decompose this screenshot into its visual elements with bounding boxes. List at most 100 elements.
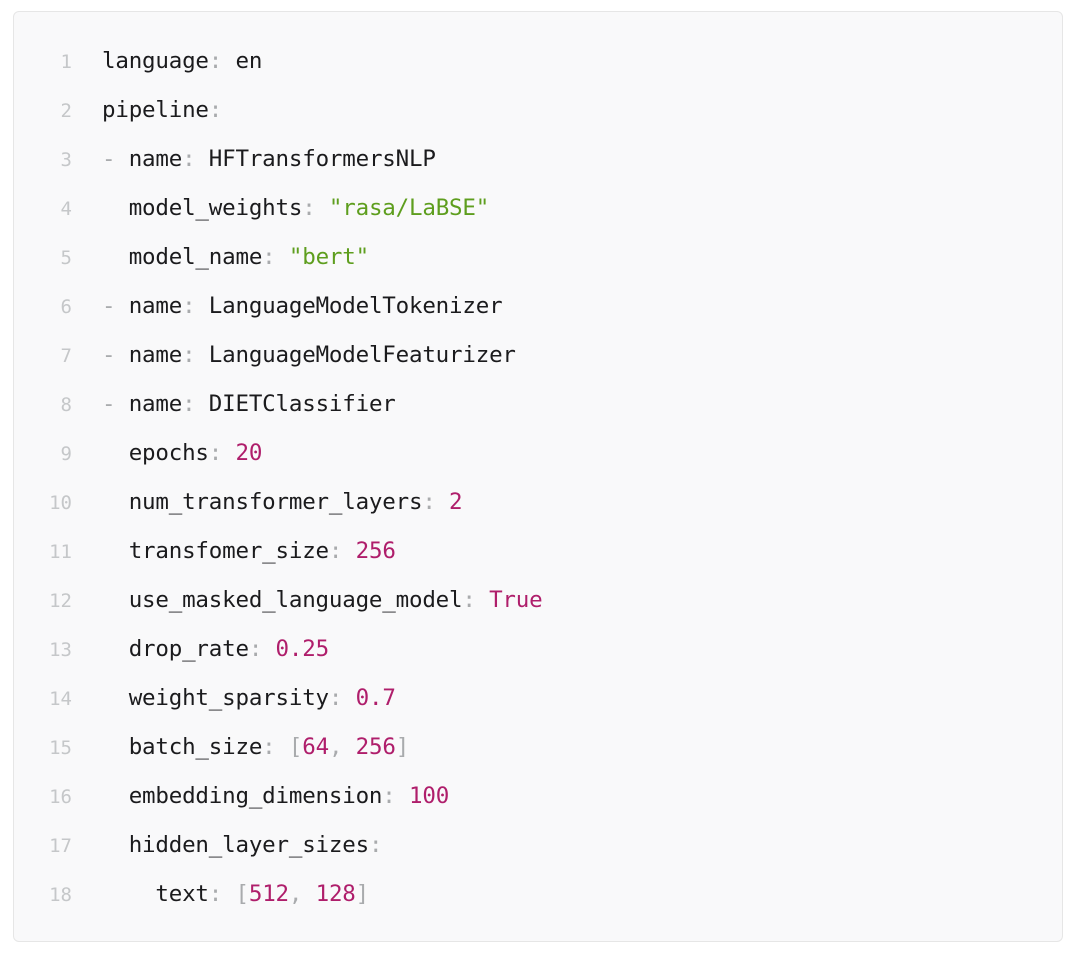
code-token-punc: : (422, 489, 436, 515)
code-token-punc: : (262, 734, 276, 760)
code-token-key: batch_size (128, 734, 263, 760)
code-line-content: pipeline: (72, 86, 222, 135)
line-number: 17 (49, 835, 72, 857)
code-line[interactable]: 5 model_name: "bert" (14, 233, 1062, 282)
code-token-num: 2 (449, 489, 463, 515)
code-token-key: name (128, 391, 183, 417)
code-token-plain (316, 195, 329, 221)
code-token-brkt: , (328, 734, 356, 760)
code-token-plain (102, 440, 129, 466)
code-token-brkt: ] (395, 734, 410, 760)
code-line-content: hidden_layer_sizes: (72, 821, 383, 870)
code-token-key: use_masked_language_model (128, 587, 463, 613)
code-line-content: embedding_dimension: 100 (72, 772, 450, 821)
code-token-dash: - (102, 146, 129, 172)
code-line-content: - name: LanguageModelTokenizer (72, 282, 503, 331)
code-token-punc: : (208, 881, 223, 907)
code-token-punc: : (328, 685, 343, 711)
code-token-punc: : (208, 48, 223, 74)
code-token-plain: LanguageModelTokenizer (195, 293, 503, 319)
line-number: 3 (60, 149, 72, 171)
code-line-content: weight_sparsity: 0.7 (72, 674, 396, 723)
code-line-content: language: en (72, 37, 262, 86)
code-line-content: drop_rate: 0.25 (72, 625, 329, 674)
line-number: 10 (49, 492, 72, 514)
line-number: 4 (60, 198, 72, 220)
code-token-str: "rasa/LaBSE" (328, 195, 490, 221)
code-token-punc: : (208, 440, 223, 466)
code-token-num: 64 (302, 734, 329, 760)
code-line[interactable]: 12 use_masked_language_model: True (14, 576, 1062, 625)
line-number: 15 (49, 737, 72, 759)
code-token-punc: : (182, 391, 196, 417)
code-line[interactable]: 6- name: LanguageModelTokenizer (14, 282, 1062, 331)
code-line[interactable]: 4 model_weights: "rasa/LaBSE" (14, 184, 1062, 233)
code-token-punc: : (208, 97, 223, 123)
code-line[interactable]: 15 batch_size: [64, 256] (14, 723, 1062, 772)
code-token-plain (102, 489, 129, 515)
code-line[interactable]: 10 num_transformer_layers: 2 (14, 478, 1062, 527)
code-token-key: embedding_dimension (128, 783, 383, 809)
code-token-punc: : (462, 587, 476, 613)
code-token-brkt: , (288, 881, 316, 907)
code-token-key: language (102, 48, 209, 74)
code-token-plain (436, 489, 449, 515)
line-number: 11 (49, 541, 72, 563)
code-token-dash: - (102, 391, 129, 417)
code-token-plain (476, 587, 489, 613)
code-line-content: - name: HFTransformersNLP (72, 135, 436, 184)
code-token-punc: : (328, 538, 343, 564)
code-token-plain (396, 783, 409, 809)
code-line[interactable]: 8- name: DIETClassifier (14, 380, 1062, 429)
code-token-key: hidden_layer_sizes (128, 832, 369, 858)
code-line[interactable]: 13 drop_rate: 0.25 (14, 625, 1062, 674)
code-line-content: epochs: 20 (72, 429, 263, 478)
code-token-num: 128 (315, 881, 356, 907)
code-token-dash: - (102, 342, 129, 368)
code-token-num: 512 (248, 881, 289, 907)
code-line[interactable]: 3- name: HFTransformersNLP (14, 135, 1062, 184)
code-line-content: num_transformer_layers: 2 (72, 478, 463, 527)
code-token-key: transfomer_size (128, 538, 329, 564)
code-line[interactable]: 9 epochs: 20 (14, 429, 1062, 478)
code-line[interactable]: 11 transfomer_size: 256 (14, 527, 1062, 576)
code-token-key: pipeline (102, 97, 209, 123)
code-line[interactable]: 17 hidden_layer_sizes: (14, 821, 1062, 870)
code-token-key: model_weights (128, 195, 303, 221)
line-number: 7 (60, 345, 72, 367)
code-token-key: name (128, 293, 183, 319)
code-line[interactable]: 14 weight_sparsity: 0.7 (14, 674, 1062, 723)
code-line-content: use_masked_language_model: True (72, 576, 543, 625)
code-token-plain (276, 734, 289, 760)
code-token-plain: DIETClassifier (195, 391, 396, 417)
code-token-plain: en (222, 48, 263, 74)
code-token-plain (276, 244, 289, 270)
code-line-content: text: [512, 128] (72, 870, 369, 919)
code-token-num: 0.7 (355, 685, 396, 711)
code-token-brkt: [ (235, 881, 250, 907)
line-number: 16 (49, 786, 72, 808)
code-token-key: model_name (128, 244, 263, 270)
code-line[interactable]: 7- name: LanguageModelFeaturizer (14, 331, 1062, 380)
code-token-plain (342, 685, 355, 711)
line-number: 14 (49, 688, 72, 710)
code-token-num: 256 (355, 734, 396, 760)
code-token-num: 256 (355, 538, 396, 564)
code-token-key: num_transformer_layers (128, 489, 423, 515)
code-token-punc: : (182, 146, 196, 172)
code-token-plain (102, 587, 129, 613)
code-token-plain (342, 538, 355, 564)
code-line[interactable]: 16 embedding_dimension: 100 (14, 772, 1062, 821)
line-number: 5 (60, 247, 72, 269)
code-line[interactable]: 18 text: [512, 128] (14, 870, 1062, 919)
line-number: 2 (60, 100, 72, 122)
code-token-punc: : (382, 783, 396, 809)
code-token-dash: - (102, 293, 129, 319)
code-token-num: 0.25 (275, 636, 330, 662)
code-token-bool: True (489, 587, 543, 613)
code-token-punc: : (302, 195, 316, 221)
